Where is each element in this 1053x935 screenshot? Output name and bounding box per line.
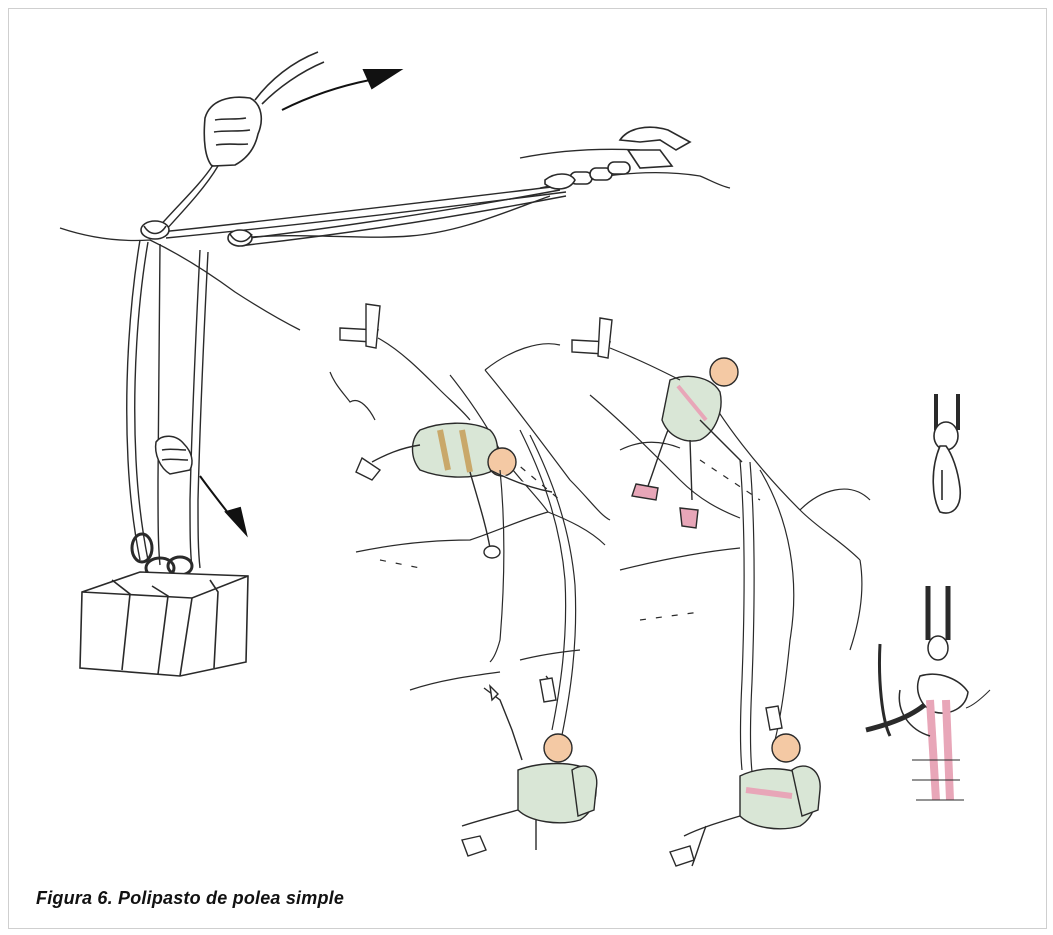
knot-detail-icon xyxy=(866,586,990,800)
figure-caption: Figura 6. Polipasto de polea simple xyxy=(36,888,344,909)
direction-arrow-down-icon xyxy=(200,476,246,534)
climber-lower-icon xyxy=(462,676,597,856)
pulley-detail-icon xyxy=(933,394,960,513)
hand-lower-icon xyxy=(156,436,192,474)
direction-arrow-icon xyxy=(282,70,400,110)
left-ledge-edge xyxy=(60,149,730,330)
load-box-icon xyxy=(80,572,248,676)
piton-anchor-icon xyxy=(545,127,690,189)
piton-middle-icon xyxy=(340,304,380,348)
climber-icon xyxy=(356,423,552,558)
piton-right-icon xyxy=(572,318,612,358)
knot-left xyxy=(141,221,252,246)
rope-middle xyxy=(330,338,576,735)
hand-pulling-icon xyxy=(204,52,324,166)
climber-right-icon xyxy=(632,358,742,528)
rope-main xyxy=(127,165,566,568)
rock-face-right xyxy=(590,380,870,650)
climber-right-lower-icon xyxy=(670,706,820,866)
